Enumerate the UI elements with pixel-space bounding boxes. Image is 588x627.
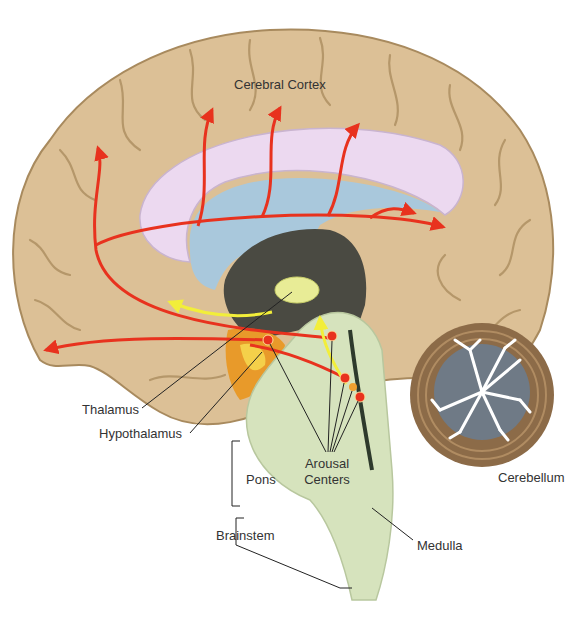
region-label: Pons: [246, 472, 276, 488]
region-label: Arousal Centers: [296, 456, 358, 488]
region-label: Hypothalamus: [99, 426, 182, 442]
region-label: Brainstem: [216, 528, 275, 544]
region-label: Thalamus: [82, 402, 139, 418]
region-label: Cerebellum: [498, 470, 564, 486]
region-label: Medulla: [417, 538, 463, 554]
region-label: Cerebral Cortex: [234, 77, 326, 93]
